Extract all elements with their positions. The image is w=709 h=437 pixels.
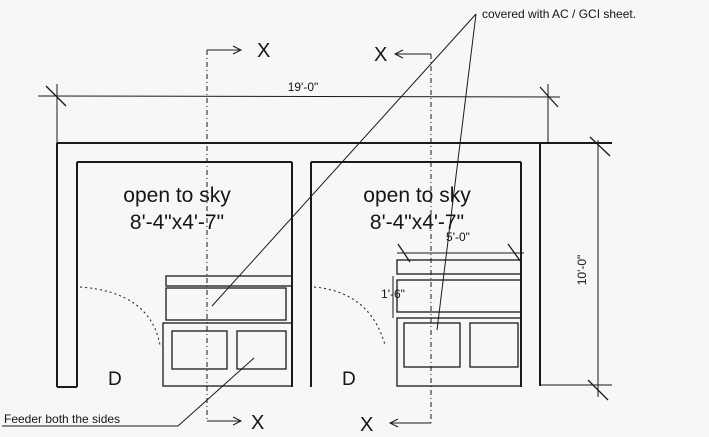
right-small-dimension: 1'-6" (381, 287, 405, 301)
overall-width-label: 19'-0" (288, 80, 319, 94)
right-inner-dimension: 5'-0" (446, 230, 470, 244)
roof-note: covered with AC / GCI sheet. (482, 7, 636, 21)
outer-walls (56, 143, 541, 388)
left-room-label: open to sky (123, 184, 231, 207)
roof-note-leader: covered with AC / GCI sheet. (211, 7, 636, 331)
right-unit: 5'-0" 1'-6" D open to sky 8'-4"x4'-7" (310, 161, 524, 390)
right-door-label: D (342, 369, 356, 390)
feeder-note-leader: Feeder both the sides (2, 357, 255, 427)
section-marker-top-right: X (374, 44, 387, 66)
right-room-label: open to sky (363, 184, 471, 207)
left-door-label: D (108, 369, 122, 390)
feeder-note: Feeder both the sides (4, 412, 120, 426)
right-room-size: 8'-4"x4'-7" (370, 211, 464, 234)
overall-width-dimension: 19'-0" (37, 80, 561, 144)
section-marker-bottom-right: X (360, 414, 373, 436)
section-marker-bottom-left: X (251, 412, 264, 434)
section-line-left: X X (206, 40, 270, 434)
section-line-right: X X (360, 44, 432, 436)
left-room-size: 8'-4"x4'-7" (130, 211, 224, 234)
overall-depth-label: 10'-0" (575, 255, 589, 286)
overall-depth-dimension: 10'-0" (540, 136, 612, 401)
section-marker-top-left: X (257, 40, 270, 62)
left-unit: D open to sky 8'-4"x4'-7" (76, 161, 293, 390)
